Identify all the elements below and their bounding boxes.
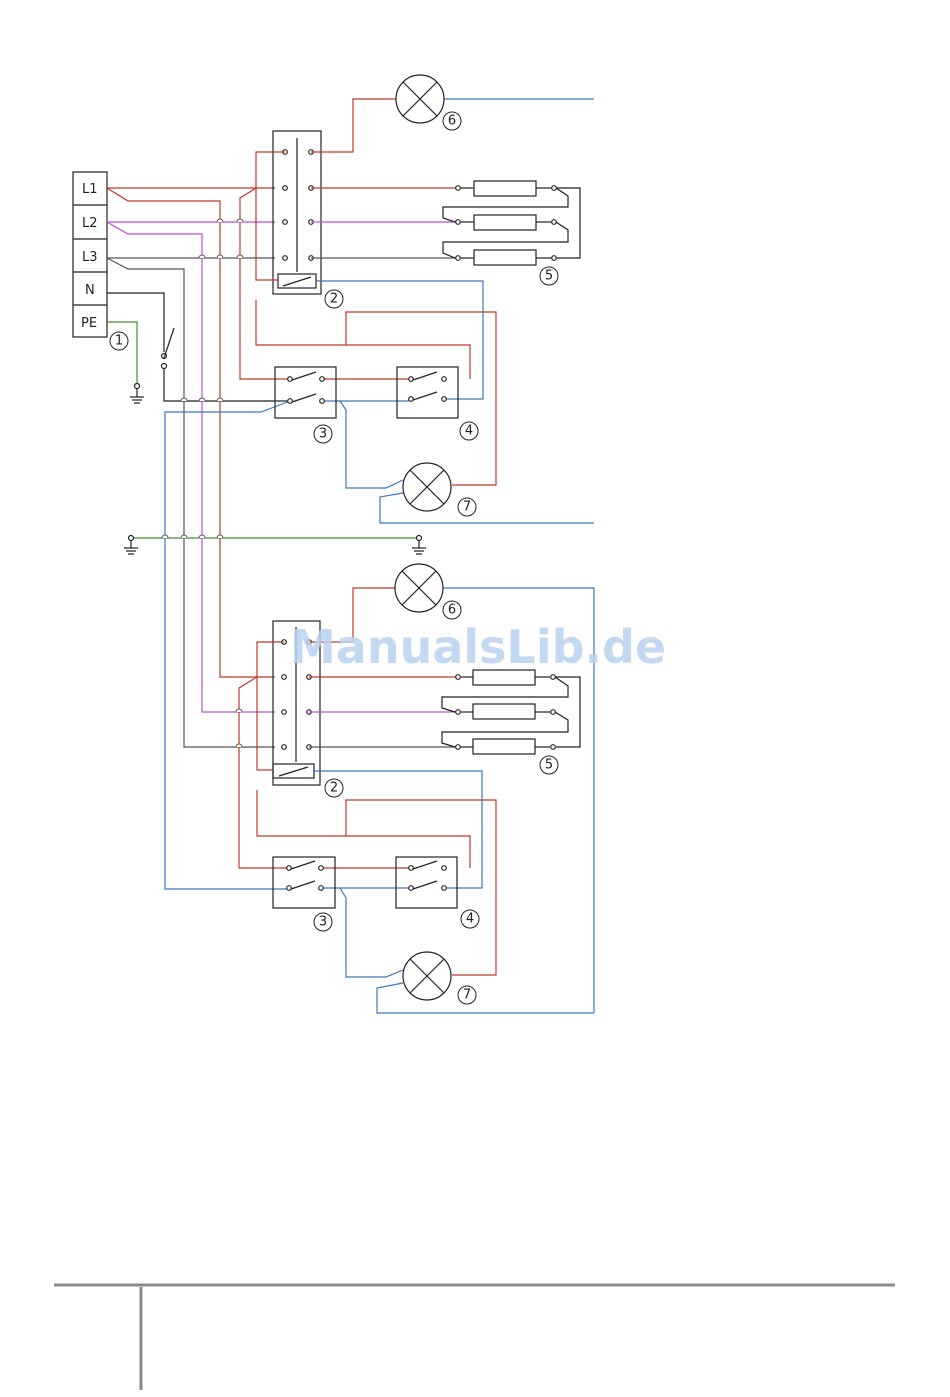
svg-text:7: 7 [463, 988, 471, 1003]
svg-text:1: 1 [115, 334, 123, 349]
l2-bus [107, 222, 275, 712]
terminal-l2-label: L2 [82, 216, 98, 231]
l3-bus [107, 258, 275, 747]
footer-rules [54, 1285, 895, 1390]
svg-text:5: 5 [545, 269, 553, 284]
control-wiring-upper [240, 99, 496, 485]
lamp-6-upper [396, 75, 444, 123]
callout-3-upper: 3 [314, 425, 332, 443]
terminal-l3-label: L3 [82, 250, 98, 265]
svg-text:3: 3 [319, 915, 327, 930]
callout-3-lower: 3 [314, 913, 332, 931]
switch-4-lower [396, 857, 457, 908]
lamp-7-upper [403, 463, 451, 511]
lamp-7-lower [403, 952, 451, 1000]
svg-text:6: 6 [448, 603, 456, 618]
terminal-l1-label: L1 [82, 182, 98, 197]
callout-2-upper: 2 [325, 290, 343, 308]
switch-3-upper [275, 367, 336, 418]
svg-text:6: 6 [448, 114, 456, 129]
callout-6-upper: 6 [443, 112, 461, 130]
callout-4-upper: 4 [460, 422, 478, 440]
callout-7-lower: 7 [458, 986, 476, 1004]
callout-2-lower: 2 [325, 779, 343, 797]
svg-text:7: 7 [463, 500, 471, 515]
earth-wires [107, 322, 419, 538]
callout-7-upper: 7 [458, 498, 476, 516]
callout-5-upper: 5 [540, 267, 558, 285]
callout-6-lower: 6 [443, 601, 461, 619]
svg-text:2: 2 [330, 781, 338, 796]
heating-elements-upper [443, 181, 580, 265]
svg-text:2: 2 [330, 292, 338, 307]
svg-text:4: 4 [466, 912, 474, 927]
svg-text:3: 3 [319, 427, 327, 442]
watermark-text: ManualsLib.de [290, 620, 666, 674]
heating-elements-lower [442, 670, 580, 754]
l1-bus [107, 188, 275, 677]
svg-text:5: 5 [545, 758, 553, 773]
callout-4-lower: 4 [461, 910, 479, 928]
switch-4-upper [397, 367, 458, 418]
callout-5-lower: 5 [540, 756, 558, 774]
contactor-upper [273, 131, 321, 294]
terminal-pe-label: PE [81, 316, 97, 331]
callout-1: 1 [110, 332, 128, 350]
svg-text:4: 4 [465, 424, 473, 439]
switch-3-lower [273, 857, 335, 908]
terminal-n-label: N [85, 283, 95, 298]
lamp-6-lower [395, 564, 443, 612]
